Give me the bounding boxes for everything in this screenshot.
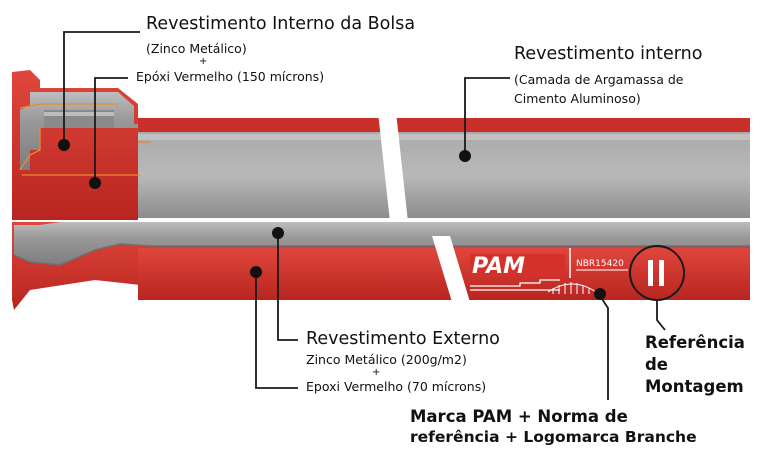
dot-bell-zinc xyxy=(58,139,70,151)
dot-internal-lining xyxy=(459,150,471,162)
dot-marking xyxy=(594,288,606,300)
lower-lining-edge xyxy=(13,243,750,266)
marking-line1: Marca PAM + Norma de xyxy=(410,407,628,426)
external-coating-plus: + xyxy=(372,367,381,378)
external-coating-epoxy: Epoxi Vermelho (70 mícrons) xyxy=(306,379,487,394)
leader-bell-zinc xyxy=(63,31,140,145)
inner-lining-highlight xyxy=(138,134,750,140)
leader-lines xyxy=(63,31,666,400)
bell-lining-zinc: (Zinco Metálico) xyxy=(146,41,247,56)
assembly-reference-line2: de xyxy=(645,355,669,374)
bell-lining-epoxy: Epóxi Vermelho (150 mícrons) xyxy=(136,69,325,84)
bell-lining-title: Revestimento Interno da Bolsa xyxy=(146,14,416,34)
pipe-break-lower xyxy=(432,236,470,302)
dot-external-epoxy xyxy=(250,266,262,278)
leader-external-zinc xyxy=(277,233,298,341)
marking-line2: referência + Logomarca Branche xyxy=(410,428,697,446)
leader-external-epoxy xyxy=(255,272,298,389)
bell-socket-orange xyxy=(19,103,150,176)
pam-logo-bg xyxy=(470,254,565,276)
leader-assembly xyxy=(656,300,666,331)
bell-upper-shell xyxy=(12,70,750,220)
pipe-upper-wall xyxy=(138,118,750,132)
dot-external-zinc xyxy=(272,227,284,239)
inner-cement-lining xyxy=(138,132,750,218)
marking-steps xyxy=(470,279,560,291)
internal-lining-line1: (Camada de Argamassa de xyxy=(514,72,684,87)
assembly-reference-line1: Referência xyxy=(645,333,745,352)
pipe-break-upper xyxy=(378,112,408,222)
lower-lining-strip xyxy=(14,222,750,265)
bell-socket-groove-light xyxy=(44,112,114,116)
assembly-reference-line3: Montagem xyxy=(645,377,744,396)
external-coating-zinc: Zinco Metálico (200g/m2) xyxy=(306,352,467,367)
internal-lining-title: Revestimento interno xyxy=(514,44,703,64)
pipe-marking: PAM NBR15420 xyxy=(470,248,628,294)
leader-marking xyxy=(599,295,609,400)
leader-bell-epoxy xyxy=(94,77,128,183)
external-coating-title: Revestimento Externo xyxy=(306,329,500,349)
norm-reference: NBR15420 xyxy=(576,259,624,269)
branche-logo xyxy=(547,282,597,294)
internal-lining-line2: Cimento Aluminoso) xyxy=(514,91,641,106)
pam-logo: PAM xyxy=(472,254,525,279)
bell-lining-plus: + xyxy=(199,56,208,67)
dot-bell-epoxy xyxy=(89,177,101,189)
leader-dots xyxy=(58,139,606,300)
leader-internal-lining xyxy=(464,77,510,156)
